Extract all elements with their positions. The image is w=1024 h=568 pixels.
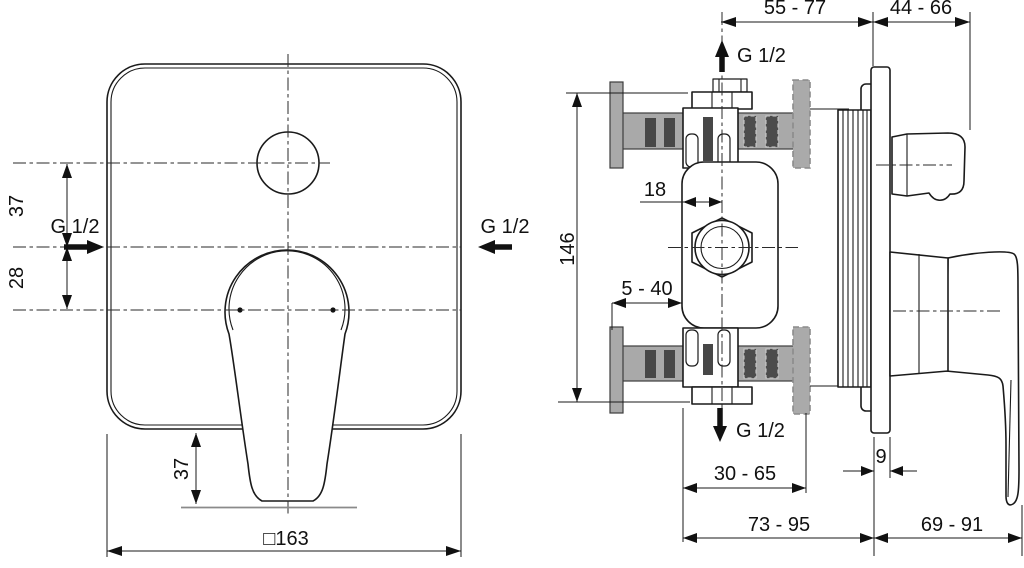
port-bottom: G 1/2	[713, 408, 785, 442]
dim-plate-thickness: 9	[843, 437, 917, 556]
dim-label-44-66: 44 - 66	[890, 0, 952, 19]
dim-body-depth: 73 - 95	[683, 514, 874, 543]
lever-handle-side	[945, 251, 1020, 506]
dim-handle-projection: 69 - 91	[874, 505, 1023, 556]
port-bottom-label: G 1/2	[736, 420, 785, 442]
inlet-right-label: G 1/2	[481, 216, 530, 238]
dim-label-18: 18	[644, 179, 666, 201]
wall-bracket-bottom	[609, 326, 624, 414]
dim-label-28: 28	[6, 267, 28, 289]
inlet-right-arrow-icon	[478, 240, 495, 254]
inlet-right: G 1/2	[478, 216, 529, 254]
alt-bracket-top	[792, 79, 811, 169]
dim-label-55-77: 55 - 77	[764, 0, 826, 19]
dim-embed-depth: 5 - 40	[611, 278, 682, 330]
thread-stub-top	[712, 78, 748, 93]
dim-plate-width: □163	[106, 434, 462, 557]
handle-pivot-dot-left	[237, 307, 243, 313]
dim-rough-in: 30 - 65	[682, 408, 807, 542]
port-bottom-arrow-icon	[713, 426, 727, 442]
dim-port-spacing: 146	[557, 92, 690, 403]
dim-label-146: 146	[557, 232, 579, 265]
wall-plate-assembly	[837, 66, 1020, 506]
dim-label-30-65: 30 - 65	[714, 463, 776, 485]
dim-cartridge-offset: 18	[640, 179, 722, 207]
dim-label-37-lever: 37	[171, 458, 193, 480]
side-centerlines	[668, 12, 1000, 408]
inlet-left-arrow-icon	[87, 240, 104, 254]
wall-bracket-top	[609, 81, 624, 169]
inlet-left-label: G 1/2	[51, 216, 100, 238]
side-view: 146 55 - 77 44 - 66 G 1/2 18	[557, 0, 1023, 556]
alt-bracket-bottom	[792, 326, 811, 415]
handle-pivot-dot-right	[330, 307, 336, 313]
dim-label-69-91: 69 - 91	[921, 514, 983, 536]
port-top: G 1/2	[715, 40, 786, 72]
lever-handle-front	[224, 249, 350, 502]
front-view: 37 28 G 1/2 G 1/2 37 □163	[6, 54, 529, 557]
dim-label-73-95: 73 - 95	[748, 514, 810, 536]
diverter-knob-side	[891, 132, 966, 202]
dim-label-163: □163	[263, 528, 308, 550]
dim-lever-drop: 37	[171, 433, 357, 509]
escutcheon-plate-side	[870, 66, 891, 434]
dim-label-37-upper: 37	[6, 195, 28, 217]
dim-label-5-40: 5 - 40	[621, 278, 672, 300]
port-top-arrow-icon	[715, 40, 729, 57]
port-top-label: G 1/2	[737, 45, 786, 67]
inlet-left: G 1/2	[51, 216, 104, 254]
dim-offsets-left: 37 28	[6, 164, 72, 309]
dim-depth-chain-top: 55 - 77 44 - 66	[721, 0, 971, 130]
dim-label-9: 9	[875, 446, 886, 468]
